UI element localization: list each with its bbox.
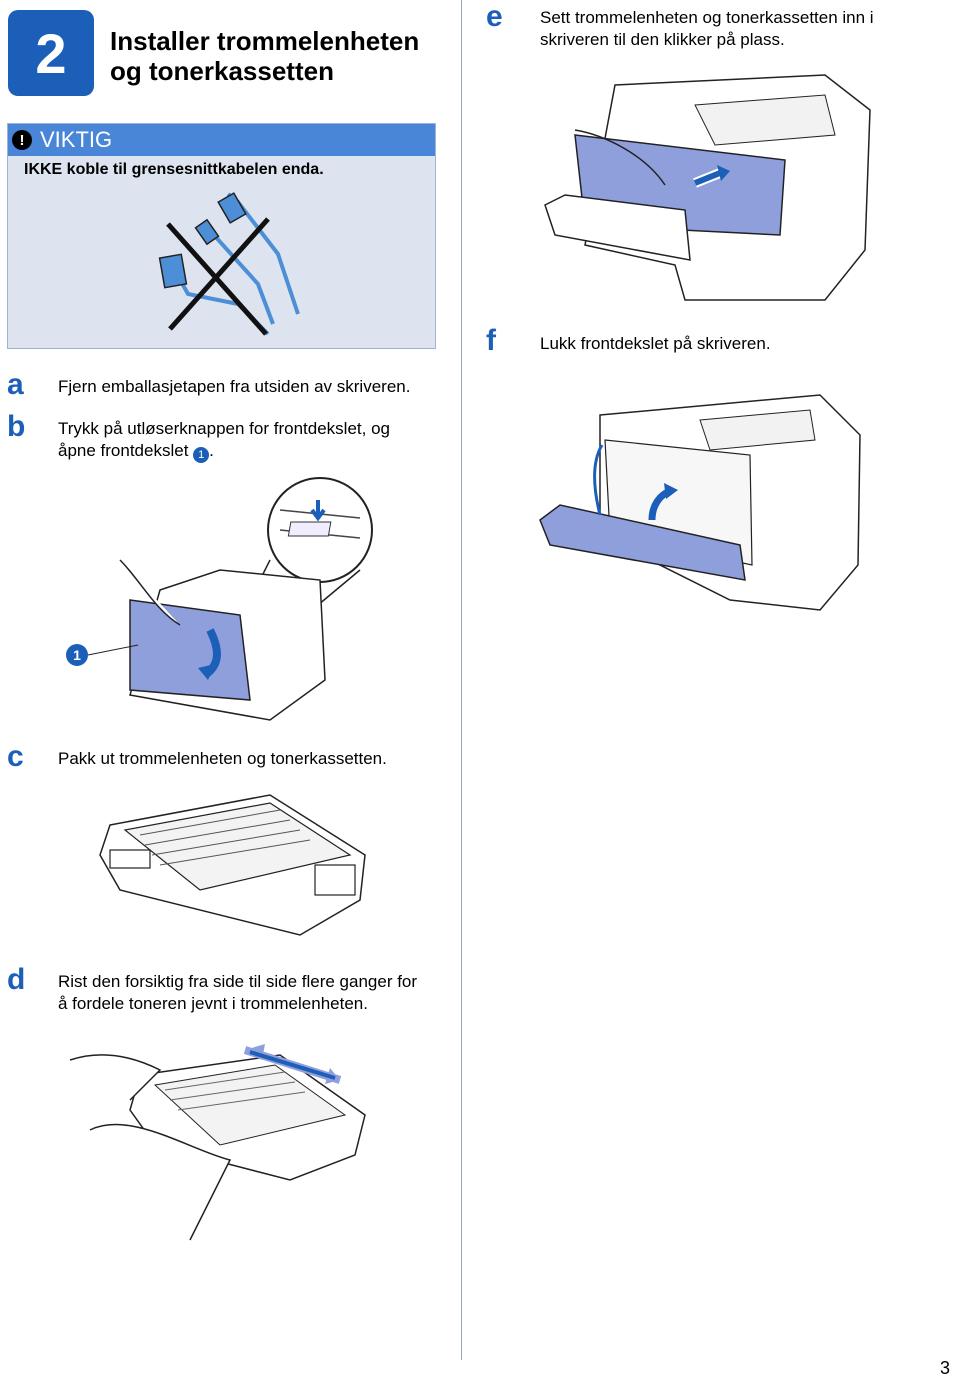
drum-toner-unit-illustration: [99, 794, 366, 936]
step-b-line2: åpne frontdekslet 1.: [58, 441, 214, 463]
page-number: 3: [940, 1358, 951, 1378]
exclamation-icon: !: [12, 130, 32, 150]
step-d-line1: Rist den forsiktig fra side til side fle…: [58, 972, 418, 991]
step-letter-d: d: [7, 963, 26, 996]
step-c-text: Pakk ut trommelenheten og tonerkassetten…: [58, 749, 387, 768]
step-letter-b: b: [7, 410, 26, 443]
close-cover-illustration: [539, 394, 861, 611]
step-letter-c: c: [7, 740, 24, 773]
cables-crossed-out-illustration: [158, 192, 300, 336]
step-e-line2: skriveren til den klikker på plass.: [540, 30, 785, 49]
step-d-text: Rist den forsiktig fra side til side fle…: [58, 971, 417, 1015]
printer-open-cover-illustration: [119, 477, 373, 721]
section-title-line1: Installer trommelenheten: [110, 26, 420, 56]
step-f-text: Lukk frontdekslet på skriveren.: [540, 334, 771, 353]
step-letter-a: a: [7, 368, 24, 401]
important-heading: VIKTIG: [40, 127, 113, 152]
shake-unit-illustration: [69, 1044, 366, 1241]
important-notice: ! VIKTIG IKKE koble til grensesnittkabel…: [7, 123, 436, 349]
section-title-line2: og tonerkassetten: [110, 56, 334, 86]
important-header: ! VIKTIG: [8, 124, 435, 156]
insert-drum-illustration: [544, 74, 871, 301]
section-title: Installer trommelenheten og tonerkassett…: [110, 26, 419, 86]
illustration-callout: 1: [66, 644, 88, 666]
column-divider: [461, 0, 462, 1360]
step-d-line2: å fordele toneren jevnt i trommelenheten…: [58, 994, 368, 1013]
callout-number-inline: 1: [193, 447, 210, 463]
important-text: IKKE koble til grensesnittkabelen enda.: [24, 161, 324, 178]
callout-leader: [87, 644, 139, 656]
step-b-text: Trykk på utløserknappen for frontdekslet…: [58, 418, 390, 463]
step-a-text: Fjern emballasjetapen fra utsiden av skr…: [58, 377, 411, 396]
step-letter-f: f: [486, 324, 496, 357]
step-b-line1: Trykk på utløserknappen for frontdekslet…: [58, 419, 390, 438]
step-e-text: Sett trommelenheten og tonerkassetten in…: [540, 7, 874, 51]
step-e-line1: Sett trommelenheten og tonerkassetten in…: [540, 8, 874, 27]
section-number-badge: 2: [8, 10, 94, 96]
step-letter-e: e: [486, 0, 503, 33]
